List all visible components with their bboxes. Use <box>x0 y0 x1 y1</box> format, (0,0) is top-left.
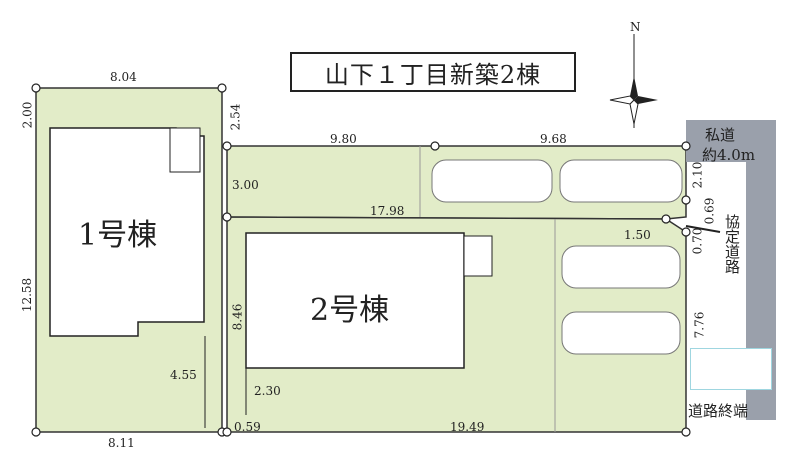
building-1-porch <box>169 127 201 173</box>
dim-0-70: 0.70 <box>690 227 705 255</box>
logo-icon <box>690 348 772 390</box>
car-icon <box>561 245 681 289</box>
dim-17-98: 17.98 <box>370 204 405 218</box>
dim-8-04: 8.04 <box>110 70 137 84</box>
dim-8-11: 8.11 <box>108 436 135 450</box>
car-icon <box>559 159 683 203</box>
agreement-road-pointer <box>685 225 721 233</box>
dim-8-46: 8.46 <box>230 303 245 331</box>
site-title: 山下１丁目新築2棟 <box>290 52 576 92</box>
building-2-footprint <box>245 232 465 369</box>
private-road-width: 約4.0m <box>702 146 756 164</box>
dim-2-00: 2.00 <box>20 101 35 129</box>
dim-9-80: 9.80 <box>330 132 357 146</box>
boundary-markers <box>31 83 691 437</box>
dim-2-30: 2.30 <box>254 384 281 398</box>
private-road-label: 私道 <box>705 126 736 144</box>
dim-2-10: 2.10 <box>690 161 705 189</box>
compass-north-label: N <box>630 20 641 34</box>
dim-9-68: 9.68 <box>540 132 567 146</box>
dim-4-55: 4.55 <box>170 368 197 382</box>
dim-19-49: 19.49 <box>450 420 485 434</box>
dim-3-00: 3.00 <box>232 178 259 192</box>
compass-rose-icon <box>609 34 658 128</box>
agreement-road-label: 協定道路 <box>723 214 741 274</box>
building-1-label: 1号棟 <box>78 218 158 253</box>
building-2-porch <box>463 235 493 277</box>
dim-2-54: 2.54 <box>228 103 243 131</box>
dim-0-59: 0.59 <box>234 420 261 434</box>
dim-1-50: 1.50 <box>624 228 651 242</box>
car-icon <box>431 159 553 203</box>
dim-0-69: 0.69 <box>702 197 717 225</box>
car-icon <box>561 311 681 355</box>
dim-12-58: 12.58 <box>20 277 35 313</box>
dim-7-76: 7.76 <box>692 311 707 339</box>
road-end-label: 道路終端 <box>688 402 749 420</box>
building-2-label: 2号棟 <box>310 293 390 328</box>
